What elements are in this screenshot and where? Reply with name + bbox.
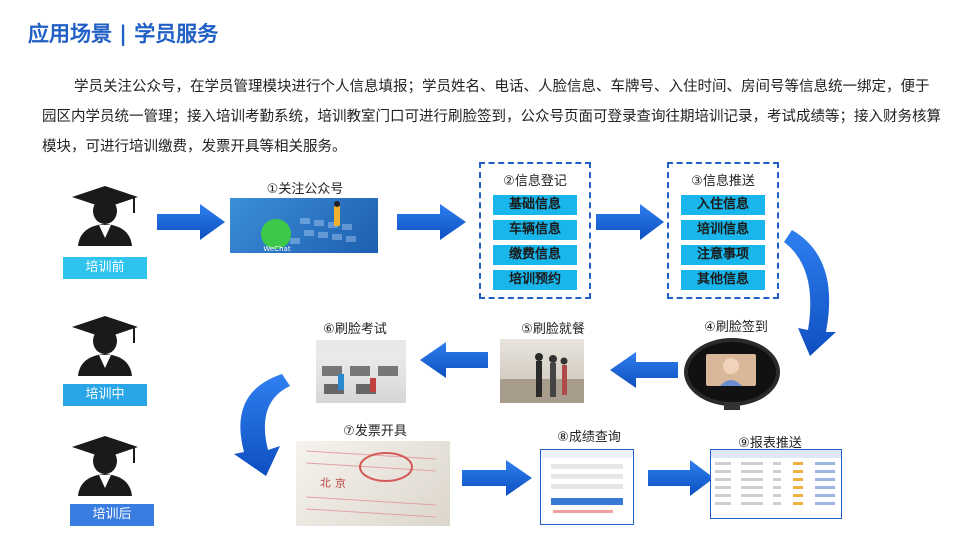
score-query-screenshot [540,449,634,525]
page-title: 应用场景 | 学员服务 [28,22,219,46]
arrow-right-3 [596,204,664,240]
graduate-icon-before [72,186,138,246]
step-face-exam-title: ⑥刷脸考试 [323,322,387,337]
tag-basic-info: 基础信息 [493,195,577,215]
arrow-right-4 [462,460,532,496]
wechat-photo: WeChat [230,198,378,253]
graduate-icon-after [72,436,138,496]
tag-training-reservation: 培训预约 [493,270,577,290]
info-register-box: ②信息登记 基础信息 车辆信息 缴费信息 培训预约 [479,162,591,299]
step-invoice-title: ⑦发票开具 [343,424,407,439]
info-register-title: ②信息登记 [503,174,567,189]
stage-label-before: 培训前 [63,257,147,279]
tag-training-info: 培训信息 [681,220,765,240]
report-table-screenshot [710,449,842,519]
info-push-title: ③信息推送 [691,174,755,189]
wechat-logo-text: WeChat [263,245,291,253]
step-follow-account-title: ①关注公众号 [266,182,344,197]
stage-label-during: 培训中 [63,384,147,406]
tag-notice: 注意事项 [681,245,765,265]
tag-other-info: 其他信息 [681,270,765,290]
step-score-query-title: ⑧成绩查询 [557,430,621,445]
dining-photo [500,339,584,403]
arrow-right-5 [648,460,714,496]
step-face-signin-title: ④刷脸签到 [704,320,768,335]
step-report-push-title: ⑨报表推送 [738,436,802,451]
tag-checkin-info: 入住信息 [681,195,765,215]
tag-payment-info: 缴费信息 [493,245,577,265]
invoice-stamp-text: 北京 [319,476,351,491]
arrow-curve-down-left [234,374,290,476]
arrow-right-1 [157,204,225,240]
graduate-icon-during [72,316,138,376]
arrow-curve-down-right [784,230,836,356]
face-terminal-device [684,338,780,410]
info-push-box: ③信息推送 入住信息 培训信息 注意事项 其他信息 [667,162,779,299]
exam-photo [316,340,406,403]
stage-label-after: 培训后 [70,504,154,526]
arrow-left-1 [610,352,678,388]
invoice-photo: 北京 [296,441,450,526]
tag-vehicle-info: 车辆信息 [493,220,577,240]
arrow-left-2 [420,342,488,378]
arrow-right-2 [397,204,466,240]
step-face-dining-title: ⑤刷脸就餐 [521,322,585,337]
description-text: 学员关注公众号，在学员管理模块进行个人信息填报；学员姓名、电话、人脸信息、车牌号… [42,79,941,155]
